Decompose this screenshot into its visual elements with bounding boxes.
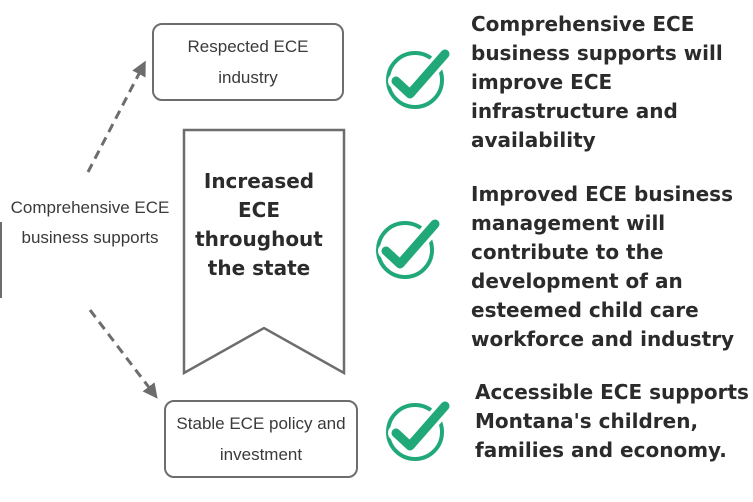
outcome-text-3: Accessible ECE supports Montana's childr… [475,380,749,462]
center-banner [182,128,346,376]
outcome-text-2: Improved ECE business management will co… [471,182,735,351]
check-circle-icon [376,216,443,279]
stable-policy-box: Stable ECE policy and investment [164,400,358,478]
left-edge-bar [0,222,2,298]
arrow-up-right-icon [86,60,146,173]
input-label: Comprehensive ECE business supports [10,198,170,247]
arrow-down-right-icon [88,309,158,399]
check-circle-icon [386,46,453,109]
check-circle-icon [386,398,453,461]
center-banner-label: Increased ECE throughout the state [195,169,323,280]
stable-policy-label: Stable ECE policy and investment [176,414,346,464]
respected-industry-label: Respected ECE industry [187,37,309,87]
respected-industry-box: Respected ECE industry [152,23,344,101]
outcome-text-1: Comprehensive ECE business supports will… [471,12,723,152]
